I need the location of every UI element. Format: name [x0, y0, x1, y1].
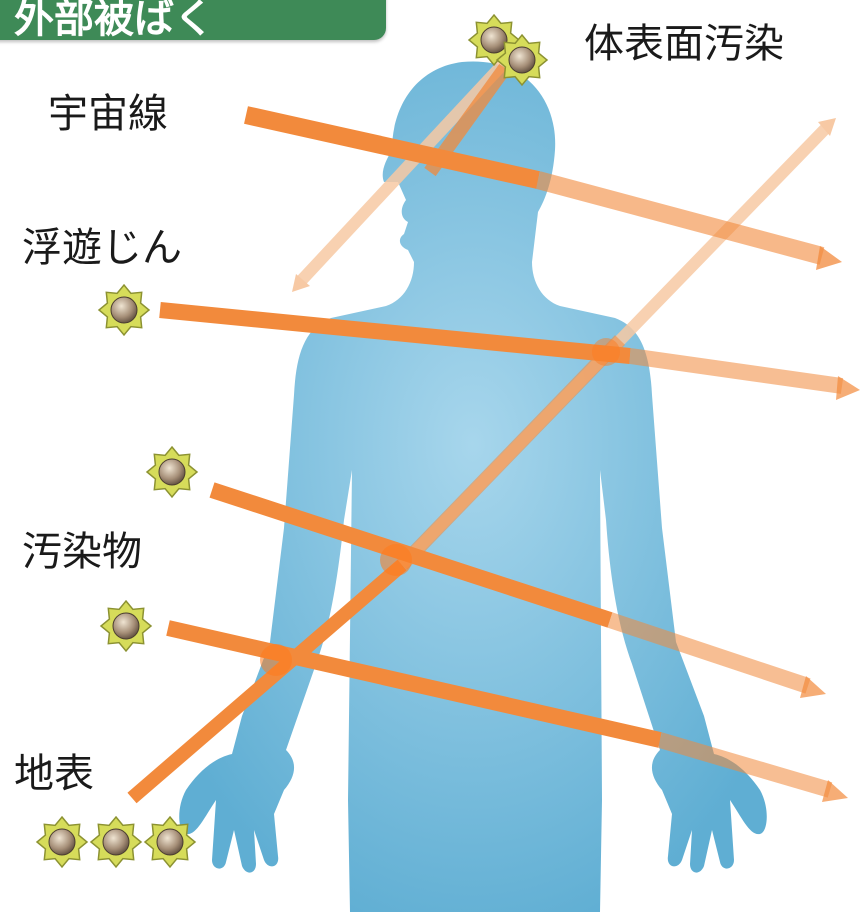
intersection-glow — [592, 338, 620, 366]
radiation-source-icon — [90, 816, 142, 868]
radiation-source-icon — [98, 284, 150, 336]
label-suspended-dust: 浮遊じん — [22, 225, 182, 271]
intersection-glow — [260, 644, 292, 676]
arrow-head-icon — [816, 246, 842, 270]
arrow-head-icon — [292, 274, 310, 292]
ray-body-surface-a — [292, 57, 510, 292]
title-badge: 外部被ばく — [0, 0, 386, 40]
label-ground-surface: 地表 — [14, 751, 94, 797]
ray-contaminants-lower — [166, 620, 848, 802]
radiation-source-icon — [144, 816, 196, 868]
radiation-source-icon — [100, 600, 152, 652]
ray-ground-strong — [127, 335, 626, 804]
arrow-head-icon — [836, 376, 860, 400]
ray-cosmic — [244, 106, 842, 270]
radiation-source-icon — [146, 446, 198, 498]
intersection-glow — [380, 544, 412, 576]
arrow-head-icon — [822, 780, 848, 802]
label-contaminants: 汚染物 — [22, 529, 142, 575]
ray-suspended-dust — [159, 302, 860, 400]
page-title: 外部被ばく — [14, 0, 214, 40]
label-body-surface-contamination: 体表面汚染 — [584, 21, 784, 67]
radiation-rays — [127, 57, 860, 804]
arrow-head-icon — [818, 118, 836, 136]
arrow-head-icon — [800, 676, 826, 698]
radiation-source-icon — [496, 34, 548, 86]
radiation-source-icon — [36, 816, 88, 868]
label-cosmic-rays: 宇宙線 — [48, 91, 168, 137]
